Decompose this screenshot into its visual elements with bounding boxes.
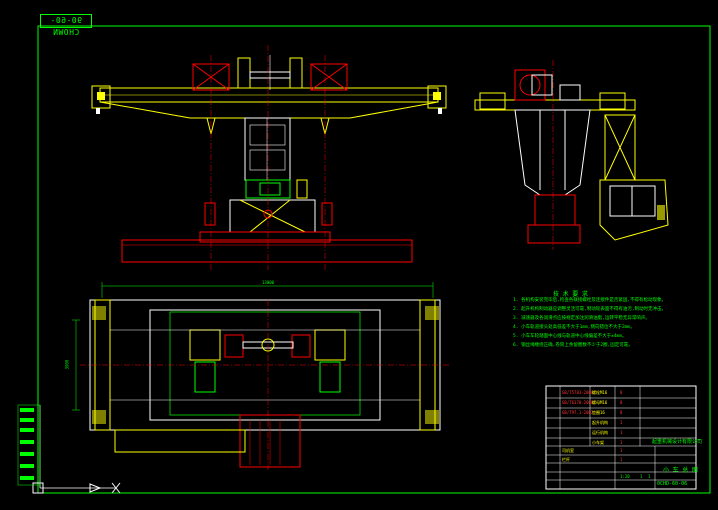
technical-note: 1. 各机构安装完毕后,检查各联接螺栓及连接件是否紧固,不得有松动现象。 xyxy=(513,298,667,303)
part-code: GB/T6170-2000 xyxy=(562,400,594,405)
part-qty: 1 xyxy=(620,448,623,453)
title-block xyxy=(545,385,697,490)
plan-view xyxy=(72,282,450,470)
part-code: GB/T97.1-2002 xyxy=(562,410,594,415)
front-elevation xyxy=(91,45,447,270)
part-name: 螺母M16 xyxy=(592,400,608,405)
part-name: 螺栓M16 xyxy=(592,390,608,395)
sheets-total: 1 xyxy=(648,474,651,479)
drawing-name: 小 车 总 图 xyxy=(663,467,698,474)
drawing-number: 0CHD-60-06 xyxy=(657,481,688,487)
sheet-number: 1 xyxy=(640,474,643,479)
company-name: 起重机械设计有限公司 xyxy=(652,439,703,445)
part-name: 小车架 xyxy=(592,440,604,445)
overall-dimension: 13000 xyxy=(262,280,275,285)
part-qty: 1 xyxy=(620,440,623,445)
part-qty: 8 xyxy=(620,390,623,395)
part-name: 运行机构 xyxy=(592,430,608,435)
side-dimension: 3900 xyxy=(64,359,70,370)
part-name: 栏杆 xyxy=(562,457,570,462)
scale-value: 1:20 xyxy=(620,474,630,479)
part-name: 垫圈16 xyxy=(592,410,605,415)
ucs-icon xyxy=(32,405,121,494)
technical-note: 6. 钢丝绳缠绕正确,卷筒上余留圈数不少于2圈,固定可靠。 xyxy=(513,343,633,348)
technical-note: 5. 小车车轮踏面中心线与轨道中心线偏差不大于±4mm。 xyxy=(513,334,627,339)
part-name: 司机室 xyxy=(562,448,574,453)
part-qty: 8 xyxy=(620,400,623,405)
side-elevation xyxy=(474,60,669,250)
part-name: 起升机构 xyxy=(592,420,608,425)
part-qty: 8 xyxy=(620,410,623,415)
technical-note: 3. 减速器及各润滑点应按规定加注润滑油脂,运转平稳无异常响声。 xyxy=(513,316,650,321)
part-code: GB/T5783-2000 xyxy=(562,390,594,395)
drawing-border xyxy=(37,25,711,494)
frame-code-label: 90-60-CHOWN xyxy=(40,14,92,37)
part-qty: 1 xyxy=(620,430,623,435)
technical-note: 4. 小车轨道接头处高低差不大于1mm,侧向错位不大于2mm。 xyxy=(513,325,635,330)
part-qty: 1 xyxy=(620,457,623,462)
technical-note: 2. 起升机构制动器应调整灵活可靠,制动轮表面不得有油污,制动时无冲击。 xyxy=(513,307,667,312)
part-qty: 1 xyxy=(620,420,623,425)
side-toolbar xyxy=(17,404,41,486)
technical-notes-title: 技 术 要 求 xyxy=(553,291,588,298)
